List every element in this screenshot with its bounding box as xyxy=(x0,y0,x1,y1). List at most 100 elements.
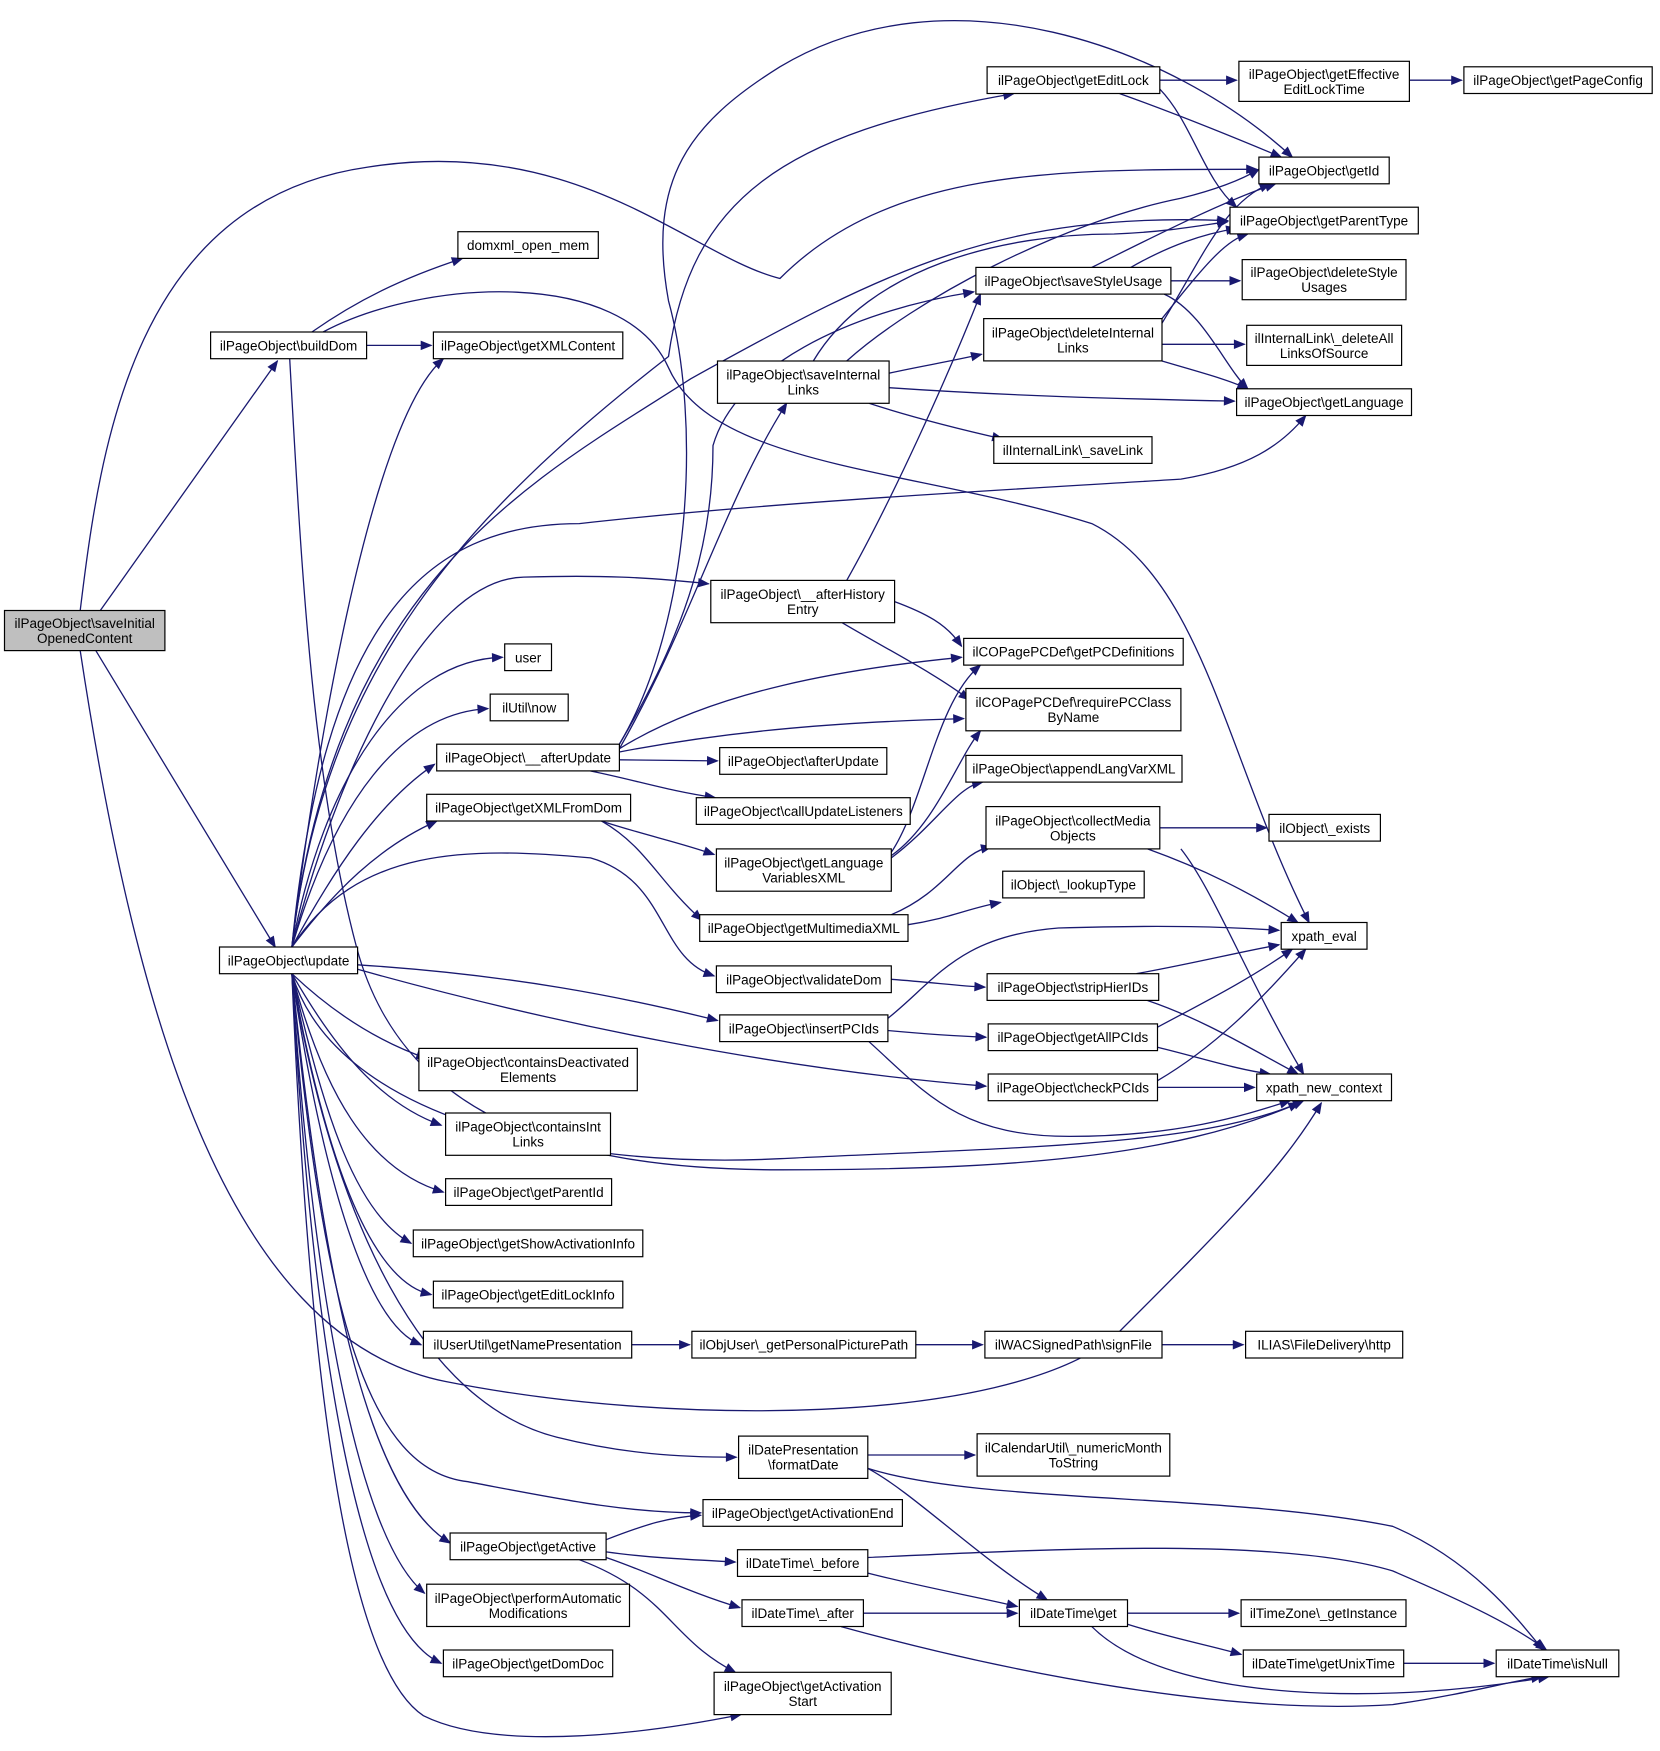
node-label: ilUserUtil\getNamePresentation xyxy=(433,1338,621,1353)
edge-dtget-to-gettz xyxy=(1127,1608,1241,1618)
node-gettz[interactable]: ilTimeZone\_getInstance xyxy=(1240,1599,1407,1628)
node-box xyxy=(715,965,892,994)
node-domxml[interactable]: domxml_open_mem xyxy=(457,231,599,259)
node-getshowact[interactable]: ilPageObject\getShowActivationInfo xyxy=(412,1229,644,1258)
edge-arrowhead xyxy=(429,1654,443,1664)
edge-arrowhead xyxy=(432,357,445,370)
edge-line xyxy=(606,1551,736,1563)
node-getxmlfromdom[interactable]: ilPageObject\getXMLFromDom xyxy=(426,793,632,822)
node-update[interactable]: ilPageObject\update xyxy=(218,946,359,975)
node-getpageconfig[interactable]: ilPageObject\getPageConfig xyxy=(1463,66,1653,95)
node-insertpcids[interactable]: ilPageObject\insertPCIds xyxy=(719,1014,889,1043)
node-label: LinksOfSource xyxy=(1280,346,1369,361)
edge-deleteinternal-to-getlanguage xyxy=(1161,360,1250,390)
node-isnull[interactable]: ilDateTime\isNull xyxy=(1495,1649,1620,1678)
edge-line xyxy=(867,1547,1547,1651)
node-afterupdate2[interactable]: ilPageObject\__afterUpdate xyxy=(436,743,621,772)
node-getunix[interactable]: ilDateTime\getUnixTime xyxy=(1242,1649,1405,1678)
node-afterupdate[interactable]: ilPageObject\afterUpdate xyxy=(719,746,888,775)
node-getparenttype[interactable]: ilPageObject\getParentType xyxy=(1229,206,1419,235)
node-signfile[interactable]: ilWACSignedPath\signFile xyxy=(984,1330,1163,1359)
node-geteditlockinfo[interactable]: ilPageObject\getEditLockInfo xyxy=(432,1280,624,1309)
node-getnamepres[interactable]: ilUserUtil\getNamePresentation xyxy=(422,1330,633,1359)
node-getactend[interactable]: ilPageObject\getActivationEnd xyxy=(702,1498,903,1527)
node-validatedom[interactable]: ilPageObject\validateDom xyxy=(715,965,892,994)
node-getmultimedia[interactable]: ilPageObject\getMultimediaXML xyxy=(699,914,909,943)
node-label: ilPageObject\performAutomatic xyxy=(435,1591,622,1606)
node-getxmlcontent[interactable]: ilPageObject\getXMLContent xyxy=(432,331,624,360)
node-label: user xyxy=(515,650,542,665)
node-getid[interactable]: ilPageObject\getId xyxy=(1258,156,1390,185)
node-callupdate[interactable]: ilPageObject\callUpdateListeners xyxy=(695,797,911,826)
node-box xyxy=(976,1433,1171,1477)
node-box xyxy=(719,746,888,775)
node-xpatheval[interactable]: xpath_eval xyxy=(1280,921,1368,950)
edge-afterupdate2-to-afterupdate xyxy=(619,756,719,766)
edge-formatdate-to-nummonth xyxy=(867,1450,977,1460)
node-checkpcids[interactable]: ilPageObject\checkPCIds xyxy=(987,1073,1159,1102)
node-getlanguage[interactable]: ilPageObject\getLanguage xyxy=(1235,388,1413,417)
node-getactive[interactable]: ilPageObject\getActive xyxy=(449,1532,607,1561)
edge-saveinternal-to-deleteinternal xyxy=(888,351,983,374)
node-builddom[interactable]: ilPageObject\buildDom xyxy=(210,331,368,360)
node-before[interactable]: ilDateTime\_before xyxy=(736,1549,869,1577)
node-lookuptype[interactable]: ilObject\_lookupType xyxy=(1002,870,1145,899)
edge-line xyxy=(291,973,442,1126)
node-filedelivery[interactable]: ILIAS\FileDelivery\http xyxy=(1244,1330,1404,1359)
node-dtget[interactable]: ilDateTime\get xyxy=(1018,1599,1129,1628)
node-label: Links xyxy=(512,1135,544,1150)
node-formatdate[interactable]: ilDatePresentation\formatDate xyxy=(737,1435,869,1479)
edge-getunix-to-isnull xyxy=(1403,1658,1496,1669)
node-xpathnew[interactable]: xpath_new_context xyxy=(1256,1073,1393,1102)
node-getallpcids[interactable]: ilPageObject\getAllPCIds xyxy=(987,1023,1159,1052)
edge-builddom-to-getxmlcontent xyxy=(366,340,433,351)
edge-line xyxy=(322,291,1310,923)
node-performauto[interactable]: ilPageObject\performAutomaticModificatio… xyxy=(426,1583,631,1628)
edge-arrowhead xyxy=(1280,948,1294,960)
node-after[interactable]: ilDateTime\_after xyxy=(741,1599,865,1628)
node-getpcdefs[interactable]: ilCOPagePCDef\getPCDefinitions xyxy=(963,637,1184,666)
node-geteditlock[interactable]: ilPageObject\getEditLock xyxy=(986,66,1161,95)
node-label: ilPageObject\containsDeactivated xyxy=(427,1055,629,1070)
node-label: ilCOPagePCDef\requirePCClass xyxy=(975,695,1171,710)
node-now[interactable]: ilUtil\now xyxy=(489,693,569,722)
edge-arrowhead xyxy=(776,402,788,415)
node-savelink[interactable]: ilInternalLink\_saveLink xyxy=(993,436,1153,465)
node-savestyle[interactable]: ilPageObject\saveStyleUsage xyxy=(975,266,1172,295)
edge-arrowhead xyxy=(1311,1101,1322,1115)
node-appendlang[interactable]: ilPageObject\appendLangVarXML xyxy=(965,754,1183,783)
node-user[interactable]: user xyxy=(504,643,553,672)
node-box xyxy=(3,609,166,652)
node-label: ilWACSignedPath\signFile xyxy=(995,1338,1152,1353)
node-getdomdoc[interactable]: ilPageObject\getDomDoc xyxy=(442,1649,614,1678)
edge-getactive-to-before xyxy=(606,1551,737,1567)
edge-arrowhead xyxy=(1483,1658,1496,1669)
edge-signfile-to-filedelivery xyxy=(1162,1339,1245,1350)
node-getparentid[interactable]: ilPageObject\getParentId xyxy=(445,1178,613,1206)
node-striphier[interactable]: ilPageObject\stripHierIDs xyxy=(986,973,1160,1002)
edge-arrowhead xyxy=(1281,146,1294,159)
edge-after-to-isnull xyxy=(840,1625,1544,1707)
node-getpersonalpic[interactable]: ilObjUser\_getPersonalPicturePath xyxy=(691,1330,917,1359)
node-box xyxy=(963,637,1184,666)
edge-update-to-geteditlockinfo xyxy=(291,973,433,1297)
node-exists[interactable]: ilObject\_exists xyxy=(1268,813,1382,842)
edge-getpersonalpic-to-signfile xyxy=(915,1339,984,1350)
node-label: ToString xyxy=(1049,1456,1099,1471)
edge-formatdate-to-isnull xyxy=(867,1467,1544,1652)
